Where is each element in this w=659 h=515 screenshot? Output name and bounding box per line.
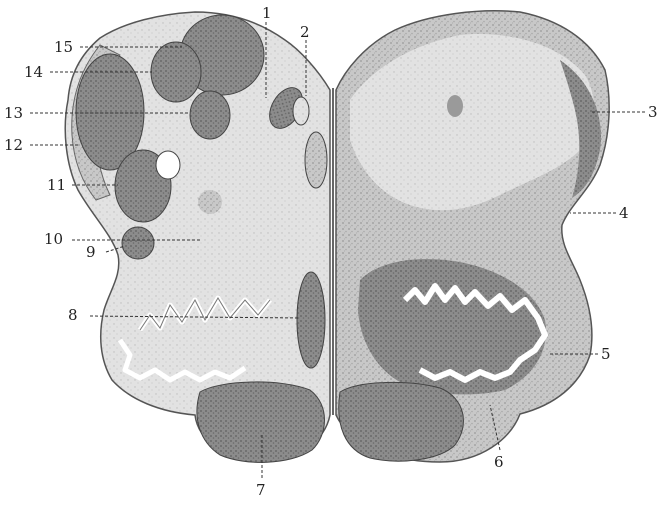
left-region-2 — [305, 132, 327, 188]
label-12: 12 — [4, 136, 23, 154]
label-15: 15 — [54, 38, 73, 56]
left-region-13 — [190, 91, 230, 139]
label-11: 11 — [47, 176, 66, 194]
label-3: 3 — [648, 103, 658, 121]
label-5: 5 — [601, 345, 611, 363]
label-9: 9 — [86, 243, 96, 261]
label-13: 13 — [4, 104, 23, 122]
label-1: 1 — [262, 4, 272, 22]
label-6: 6 — [494, 453, 504, 471]
right-pyramid — [339, 382, 464, 461]
left-pyramid-7 — [197, 382, 325, 462]
label-2: 2 — [300, 23, 310, 41]
label-8: 8 — [68, 306, 78, 324]
left-region-14 — [151, 42, 201, 102]
left-region-9 — [122, 227, 154, 259]
left-region-8 — [297, 272, 325, 368]
left-white-spot — [156, 151, 180, 179]
left-region-10 — [198, 190, 222, 214]
right-small-nucleus — [447, 95, 463, 117]
label-4: 4 — [619, 204, 629, 222]
label-10: 10 — [44, 230, 63, 248]
label-7: 7 — [256, 481, 266, 499]
left-region-1-light — [293, 97, 309, 125]
label-14: 14 — [24, 63, 43, 81]
